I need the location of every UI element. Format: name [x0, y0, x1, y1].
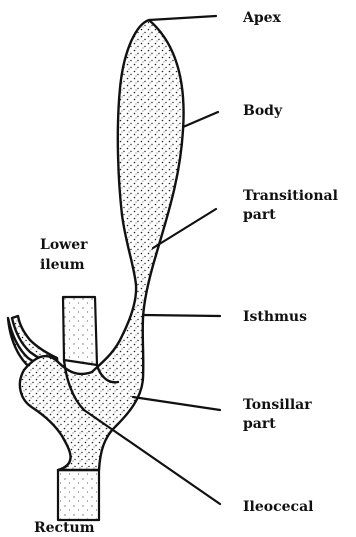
apex-leader: [149, 16, 216, 20]
rectum-shape: [58, 470, 99, 520]
rectum-label: Rectum: [34, 520, 95, 536]
transitional-label-line2: part: [243, 207, 276, 223]
isthmus-label: Isthmus: [243, 309, 307, 325]
transitional-label-line1: Transitional: [243, 188, 338, 204]
body-leader: [183, 112, 218, 127]
tonsillar-label-line1: Tonsillar: [243, 397, 312, 413]
body-label: Body: [243, 103, 283, 119]
ileocecal-label: Ileocecal: [243, 499, 313, 515]
apex-label: Apex: [242, 10, 282, 26]
tonsillar-leader: [133, 397, 220, 410]
lower-ileum-shape: [63, 297, 97, 365]
isthmus-leader: [143, 315, 220, 316]
lower-ileum-label-line1: Lower: [40, 237, 88, 253]
tonsillar-label-line2: part: [243, 416, 276, 432]
ileocecal-leader: [84, 410, 220, 504]
lower-ileum-label-line2: ileum: [40, 257, 85, 273]
